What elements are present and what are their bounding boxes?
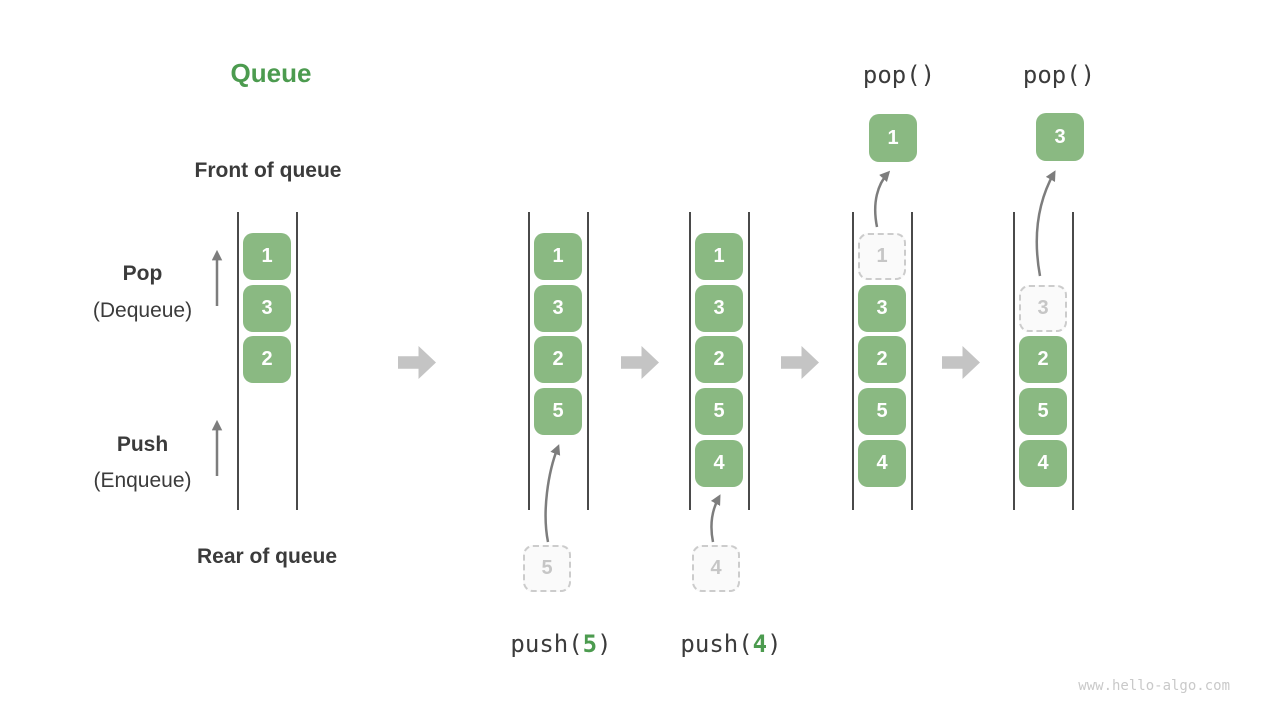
queue-column-3: 1 3 2 5 4	[689, 212, 750, 510]
queue-element: 1	[243, 233, 291, 280]
op-close-text: )	[597, 630, 612, 658]
incoming-element-ghost: 5	[523, 545, 571, 592]
queue-element: 1	[695, 233, 743, 280]
enqueue-label: (Enqueue)	[93, 469, 192, 492]
queue-column-1: 1 3 2	[237, 212, 298, 510]
pop-op-label: pop()	[862, 61, 936, 89]
queue-column-2: 1 3 2 5	[528, 212, 589, 510]
pop-1-arrow-icon	[873, 170, 891, 228]
popped-element-ghost: 3	[1019, 285, 1067, 332]
popped-element: 1	[869, 114, 917, 162]
queue-element: 4	[695, 440, 743, 487]
front-of-queue-label: Front of queue	[194, 159, 342, 182]
pop-op-label: pop()	[1022, 61, 1096, 89]
diagram-title: Queue	[230, 58, 312, 88]
queue-element: 5	[695, 388, 743, 435]
queue-element: 2	[243, 336, 291, 383]
op-close-text: )	[767, 630, 782, 658]
push-4-op-label: push(4)	[661, 630, 801, 658]
op-fn-text: push(	[510, 630, 583, 658]
queue-element: 3	[534, 285, 582, 332]
popped-element: 3	[1036, 113, 1084, 161]
push-5-op-label: push(5)	[491, 630, 631, 658]
queue-element: 1	[534, 233, 582, 280]
op-arg-text: 4	[752, 630, 768, 658]
queue-element: 3	[858, 285, 906, 332]
queue-element: 5	[858, 388, 906, 435]
pop-label: Pop	[122, 262, 163, 285]
queue-element: 2	[695, 336, 743, 383]
popped-element-ghost: 1	[858, 233, 906, 280]
pop-3-arrow-icon	[1035, 170, 1056, 277]
op-fn-text: push(	[680, 630, 753, 658]
queue-column-5: 3 2 5 4	[1013, 212, 1074, 510]
queue-column-4: 1 3 2 5 4	[852, 212, 913, 510]
queue-element: 3	[243, 285, 291, 332]
incoming-element-ghost: 4	[692, 545, 740, 592]
queue-element: 2	[534, 336, 582, 383]
queue-element: 4	[858, 440, 906, 487]
watermark: www.hello-algo.com	[1078, 678, 1230, 694]
queue-element: 2	[1019, 336, 1067, 383]
push-label: Push	[116, 433, 169, 456]
rear-of-queue-label: Rear of queue	[196, 545, 338, 568]
queue-element: 5	[534, 388, 582, 435]
push-4-arrow-icon	[710, 494, 721, 543]
queue-element: 3	[695, 285, 743, 332]
dequeue-label: (Dequeue)	[92, 299, 193, 322]
push-5-arrow-icon	[544, 444, 561, 543]
op-arg-text: 5	[582, 630, 598, 658]
queue-element: 5	[1019, 388, 1067, 435]
queue-element: 4	[1019, 440, 1067, 487]
queue-element: 2	[858, 336, 906, 383]
